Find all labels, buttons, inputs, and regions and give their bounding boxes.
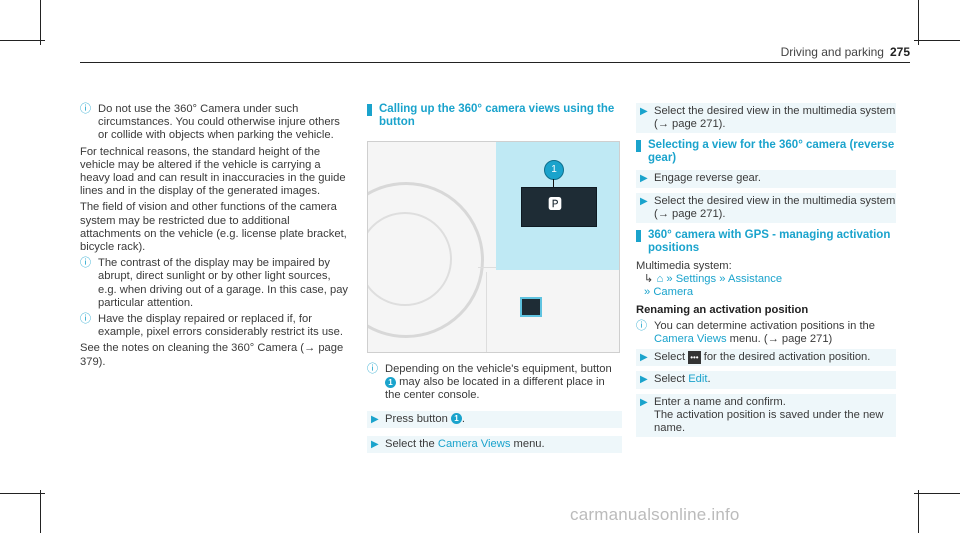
- column-2: Calling up the 360° camera views using t…: [367, 103, 622, 458]
- step-arrow-icon: ▶: [640, 374, 648, 386]
- watermark: carmanualsonline.info: [570, 505, 740, 524]
- camera-button-closeup: 🅿: [521, 187, 597, 227]
- crop-mark: [0, 493, 45, 494]
- callout-leader: [553, 179, 554, 188]
- instruction-step: ▶Select ••• for the desired activation p…: [636, 349, 896, 367]
- info-icon: ⓘ: [367, 363, 378, 375]
- steering-wheel-hub-graphic: [368, 212, 452, 306]
- column-3: ▶Select the desired view in the multimed…: [636, 103, 896, 442]
- crop-mark: [918, 0, 919, 45]
- instruction-step: ▶Select Edit.: [636, 371, 896, 389]
- paragraph: For technical reasons, the standard heig…: [80, 145, 346, 198]
- instruction-step: ▶Engage reverse gear.: [636, 170, 896, 188]
- menu-path: » Camera: [644, 286, 896, 299]
- console-line: [486, 272, 487, 352]
- callout-marker: 1: [544, 160, 564, 180]
- info-icon: ⓘ: [636, 319, 647, 332]
- menu-path: ↳ ⌂ » Settings » Assistance: [644, 273, 896, 286]
- crop-mark: [0, 40, 45, 41]
- menu-link-camera[interactable]: Camera: [653, 286, 694, 299]
- section-title: Driving and parking: [780, 45, 884, 59]
- chevron-icon: »: [644, 286, 651, 299]
- camera-icon: 🅿: [548, 196, 562, 212]
- path-arrow-icon: ↳: [644, 273, 654, 286]
- step-arrow-icon: ▶: [371, 413, 379, 425]
- chevron-icon: »: [666, 273, 673, 286]
- header-rule: [80, 62, 910, 63]
- info-icon: ⓘ: [80, 103, 91, 115]
- step-arrow-icon: ▶: [640, 396, 648, 408]
- info-icon: ⓘ: [80, 257, 91, 270]
- chevron-icon: »: [719, 273, 726, 286]
- more-options-icon[interactable]: •••: [688, 351, 701, 365]
- crop-mark: [40, 490, 41, 533]
- menu-link-settings[interactable]: Settings: [675, 273, 717, 286]
- info-icon: ⓘ: [80, 313, 91, 326]
- page-number: 275: [889, 45, 910, 59]
- button-detail-panel: 1 🅿: [496, 142, 619, 270]
- menu-link[interactable]: Camera Views: [654, 333, 727, 346]
- subheading: Renaming an activation position: [636, 303, 809, 316]
- menu-link[interactable]: Camera Views: [437, 437, 511, 450]
- menu-link-assistance[interactable]: Assistance: [727, 273, 783, 286]
- crop-mark: [914, 493, 960, 494]
- camera-button-location: [520, 297, 542, 317]
- paragraph: The field of vision and other functions …: [80, 201, 347, 254]
- crop-mark: [918, 490, 919, 533]
- crop-mark: [914, 40, 960, 41]
- step-arrow-icon: ▶: [640, 106, 648, 117]
- step-arrow-icon: ▶: [640, 195, 648, 207]
- paragraph: See the notes on cleaning the 360° Camer…: [80, 342, 344, 368]
- edit-link[interactable]: Edit: [688, 373, 708, 386]
- section-heading: 360° camera with GPS - managing activati…: [636, 229, 896, 255]
- section-heading: Calling up the 360° camera views using t…: [367, 103, 622, 129]
- callout-badge: 1: [385, 376, 396, 388]
- step-arrow-icon: ▶: [640, 352, 648, 364]
- instruction-step: ▶Press button 1.: [367, 410, 622, 428]
- crop-mark: [40, 0, 41, 45]
- menu-path-label: Multimedia system:: [636, 260, 732, 273]
- step-arrow-icon: ▶: [371, 438, 379, 450]
- home-icon[interactable]: ⌂: [656, 273, 664, 286]
- callout-badge: 1: [450, 413, 462, 425]
- instruction-step: ▶Select the desired view in the multimed…: [636, 192, 896, 224]
- console-illustration: 1 🅿: [367, 141, 620, 353]
- instruction-step: ▶Enter a name and confirm.The activation…: [636, 393, 896, 438]
- instruction-step: ▶Select the Camera Views menu.: [367, 435, 622, 454]
- instruction-step: ▶Select the desired view in the multimed…: [636, 103, 896, 134]
- section-heading: Selecting a view for the 360° camera (re…: [636, 139, 896, 165]
- step-arrow-icon: ▶: [640, 173, 648, 185]
- page-header: Driving and parking 275: [781, 45, 910, 59]
